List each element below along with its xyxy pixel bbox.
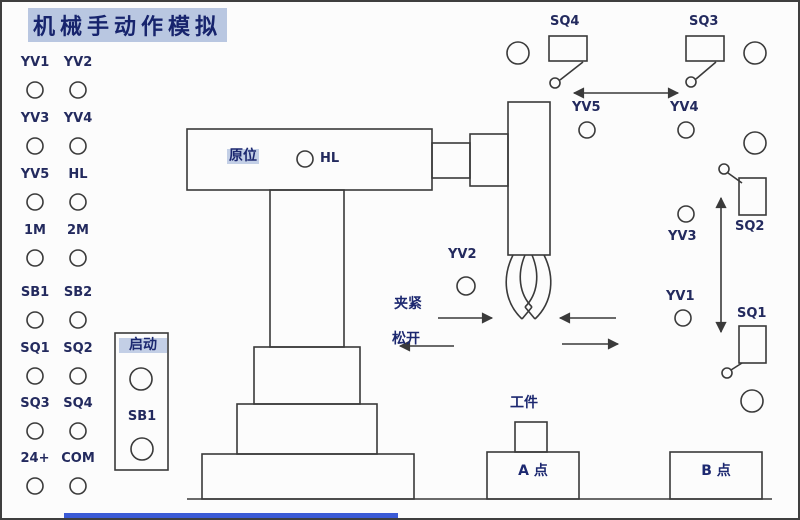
- yv4-valve-circle[interactable]: [677, 121, 695, 139]
- sq1-switch-body[interactable]: [738, 325, 767, 364]
- arm-extension-1: [431, 142, 471, 179]
- terminal-sb2[interactable]: [69, 311, 87, 329]
- arm-extension-2: [469, 133, 509, 187]
- hl-lamp-label: HL: [320, 151, 340, 166]
- point-b-label: B 点: [701, 463, 731, 479]
- sq1-label: SQ1: [737, 306, 767, 321]
- terminal-yv5[interactable]: [26, 193, 44, 211]
- sq4-switch-lever[interactable]: [559, 61, 584, 81]
- home-position-label: 原位: [227, 148, 259, 165]
- terminal-yv2[interactable]: [69, 81, 87, 99]
- right-top-terminal[interactable]: [743, 131, 767, 155]
- terminal-yv4[interactable]: [69, 137, 87, 155]
- terminal-1m[interactable]: [26, 249, 44, 267]
- sq4-switch-body[interactable]: [548, 35, 588, 62]
- sq2-switch-body[interactable]: [738, 177, 767, 216]
- label-yv3: YV3: [20, 111, 50, 126]
- point-a-label: A 点: [518, 463, 548, 479]
- sq4-label: SQ4: [550, 14, 580, 29]
- terminal-24v[interactable]: [26, 477, 44, 495]
- label-yv4: YV4: [63, 111, 93, 126]
- label-sq3: SQ3: [20, 396, 50, 411]
- label-com: COM: [61, 451, 95, 466]
- arm-body: [186, 128, 433, 191]
- label-sb1: SB1: [20, 285, 50, 300]
- sb1-button[interactable]: [130, 437, 154, 461]
- base-platform: [201, 453, 415, 500]
- workpiece-block[interactable]: [514, 421, 548, 453]
- terminal-sq3[interactable]: [26, 422, 44, 440]
- yv5-valve-circle[interactable]: [578, 121, 596, 139]
- workpiece-label: 工件: [510, 395, 538, 411]
- terminal-sq2[interactable]: [69, 367, 87, 385]
- label-yv2: YV2: [63, 55, 93, 70]
- gripper-claw: [505, 254, 552, 320]
- sq3-lever-contact[interactable]: [685, 76, 697, 88]
- yv4-label: YV4: [670, 100, 699, 115]
- yv1-valve-circle[interactable]: [674, 309, 692, 327]
- label-sq4: SQ4: [63, 396, 93, 411]
- sq4-lever-contact[interactable]: [549, 77, 561, 89]
- sq1-lever-contact[interactable]: [721, 367, 733, 379]
- yv3-valve-circle[interactable]: [677, 205, 695, 223]
- sq3-label: SQ3: [689, 14, 719, 29]
- start-box-title: 启动: [119, 337, 167, 354]
- label-sb2: SB2: [63, 285, 93, 300]
- release-label: 松开: [392, 331, 420, 347]
- sq1-switch-lever[interactable]: [730, 362, 743, 371]
- base-tier-3: [236, 403, 378, 455]
- yv5-label: YV5: [572, 100, 601, 115]
- bottom-accent-bar: [64, 513, 398, 518]
- point-b-box: [669, 451, 763, 500]
- sq2-label: SQ2: [735, 219, 765, 234]
- terminal-sq4[interactable]: [69, 422, 87, 440]
- terminal-sb1[interactable]: [26, 311, 44, 329]
- sq3-switch-lever[interactable]: [695, 61, 717, 80]
- label-hl: HL: [68, 167, 88, 182]
- label-sq2: SQ2: [63, 341, 93, 356]
- sq2-lever-contact[interactable]: [718, 163, 730, 175]
- page-title: 机械手动作模拟: [28, 8, 228, 42]
- clamp-label: 夹紧: [394, 296, 422, 312]
- start-button[interactable]: [129, 367, 153, 391]
- label-24v: 24+: [20, 451, 50, 466]
- yv2-valve-circle[interactable]: [456, 276, 476, 296]
- label-sq1: SQ1: [20, 341, 50, 356]
- start-box-outline: [114, 332, 169, 471]
- terminal-sq1[interactable]: [26, 367, 44, 385]
- terminal-hl[interactable]: [69, 193, 87, 211]
- start-box-sb1-label: SB1: [127, 409, 157, 424]
- terminal-com[interactable]: [69, 477, 87, 495]
- terminal-yv3[interactable]: [26, 137, 44, 155]
- sq4-terminal-circle[interactable]: [506, 41, 530, 65]
- base-tier-2: [253, 346, 361, 405]
- right-bottom-terminal[interactable]: [740, 389, 764, 413]
- sq3-switch-body[interactable]: [685, 35, 725, 62]
- pillar: [269, 189, 345, 348]
- yv2-label: YV2: [448, 247, 477, 262]
- label-yv5: YV5: [20, 167, 50, 182]
- point-a-box: [486, 451, 580, 500]
- sq3-terminal-circle[interactable]: [743, 41, 767, 65]
- label-1m: 1M: [24, 223, 46, 238]
- hl-lamp[interactable]: [296, 150, 314, 168]
- gripper-housing: [507, 101, 551, 256]
- terminal-yv1[interactable]: [26, 81, 44, 99]
- label-yv1: YV1: [20, 55, 50, 70]
- label-2m: 2M: [67, 223, 89, 238]
- yv3-label: YV3: [668, 229, 697, 244]
- terminal-2m[interactable]: [69, 249, 87, 267]
- yv1-label: YV1: [666, 289, 695, 304]
